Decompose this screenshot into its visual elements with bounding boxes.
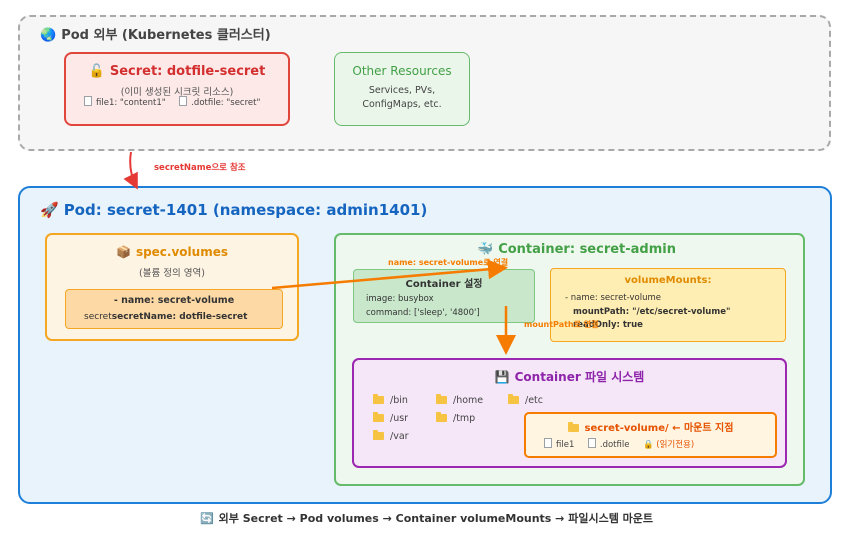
volume-mounts-lines: - name: secret-volume mountPath: "/etc/s… xyxy=(565,293,731,330)
folder-icon xyxy=(373,394,384,404)
secret-reference-arrow xyxy=(123,151,138,190)
dir-bin: /bin xyxy=(373,394,408,406)
spec-volumes-title: 📦spec.volumes xyxy=(115,245,228,259)
mount-point-box: secret-volume/ ← 마운트 지점 file1 .dotfile 🔒… xyxy=(524,412,777,458)
volume-link-arrow xyxy=(271,259,508,290)
dir-tmp: /tmp xyxy=(436,412,475,424)
dir-var: /var xyxy=(373,430,409,442)
volume-link-label: name: secret-volume로 연결 xyxy=(388,258,509,267)
globe-icon: 🌏 xyxy=(40,28,57,43)
dir-usr: /usr xyxy=(373,412,408,424)
dir-home: /home xyxy=(436,394,483,406)
secret-file1: file1: "content1" xyxy=(96,98,166,108)
floppy-disk-icon: 💾 xyxy=(494,370,510,384)
container-title: 🐳Container: secret-admin xyxy=(477,242,676,257)
container-filesystem-title: 💾Container 파일 시스템 xyxy=(494,370,645,384)
container-image: image: busybox xyxy=(366,294,434,304)
other-resources-desc: Services, PVs, ConfigMaps, etc. xyxy=(362,85,442,110)
rocket-icon: 🚀 xyxy=(40,201,59,219)
mount-point-title: secret-volume/ ← 마운트 지점 xyxy=(526,419,775,434)
container-settings-lines: image: busybox command: ['sleep', '4800'… xyxy=(366,292,480,320)
folder-icon xyxy=(373,412,384,422)
dir-etc: /etc xyxy=(508,394,543,406)
container-command: command: ['sleep', '4800'] xyxy=(366,308,480,318)
folder-icon xyxy=(508,394,519,404)
container-settings-title: Container 설정 xyxy=(405,279,483,290)
refresh-icon: 🔄 xyxy=(199,512,214,525)
read-only-label: (읽기전용) xyxy=(656,440,695,450)
secret-reference-label: secretName으로 참조 xyxy=(154,163,246,173)
spec-volumes-note: (볼륨 정의 영역) xyxy=(139,268,205,279)
volume-item-secret: secretsecretName: dotfile-secret xyxy=(84,312,248,322)
secret-box: 🔓Secret: dotfile-secret (이미 생성된 시크릿 리소스)… xyxy=(64,52,290,126)
document-icon xyxy=(179,96,188,106)
folder-icon xyxy=(436,412,447,422)
secret-file2: .dotfile: "secret" xyxy=(191,98,261,108)
footer-caption: 🔄외부 Secret → Pod volumes → Container vol… xyxy=(199,512,654,525)
secret-title: 🔓Secret: dotfile-secret xyxy=(88,64,266,79)
volume-mounts-title: volumeMounts: xyxy=(624,275,712,286)
document-icon xyxy=(544,438,552,448)
other-resources-title: Other Resources xyxy=(352,64,452,78)
whale-icon: 🐳 xyxy=(477,242,494,257)
folder-icon xyxy=(436,394,447,404)
volume-item-name: - name: secret-volume xyxy=(113,295,235,306)
folder-icon xyxy=(373,430,384,440)
other-resources-box: Other Resources Services, PVs, ConfigMap… xyxy=(334,52,470,126)
pod-external-title: 🌏Pod 외부 (Kubernetes 클러스터) xyxy=(40,28,271,43)
lock-icon: 🔓 xyxy=(88,64,105,79)
folder-icon xyxy=(567,422,579,432)
secret-note: (이미 생성된 시크릿 리소스) xyxy=(120,87,234,98)
package-icon: 📦 xyxy=(115,245,131,259)
lock-icon: 🔒 xyxy=(642,440,654,450)
volume-item: - name: secret-volume secretsecretName: … xyxy=(65,289,283,329)
document-icon xyxy=(587,438,596,448)
mount-path-label: mountPath로 연결 xyxy=(524,320,599,329)
volume-mounts-box: volumeMounts: - name: secret-volume moun… xyxy=(550,268,786,342)
mount-point-files: file1 .dotfile 🔒 (읽기전용) xyxy=(544,438,694,450)
secret-files: file1: "content1" .dotfile: "secret" xyxy=(84,96,260,108)
pod-title: 🚀Pod: secret-1401 (namespace: admin1401) xyxy=(40,201,428,219)
document-icon xyxy=(84,96,92,106)
